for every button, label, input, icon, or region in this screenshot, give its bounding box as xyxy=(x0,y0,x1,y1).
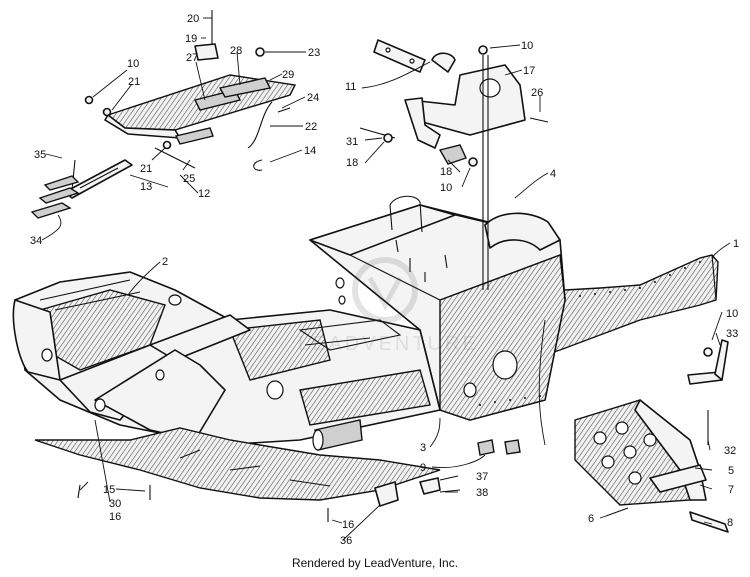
callout-14: 14 xyxy=(304,145,316,157)
callout-labels: 20 19 27 28 23 10 21 29 24 22 14 35 21 2… xyxy=(30,13,739,547)
callout-23: 23 xyxy=(308,47,320,59)
callout-25: 25 xyxy=(183,173,195,185)
callout-2: 2 xyxy=(162,256,168,268)
callout-18: 18 xyxy=(346,157,358,169)
callout-34: 34 xyxy=(30,235,42,247)
callout-13: 13 xyxy=(140,181,152,193)
callout-1: 1 xyxy=(733,238,739,250)
callout-28: 28 xyxy=(230,45,242,57)
footer-credit: Rendered by LeadVenture, Inc. xyxy=(291,556,459,570)
callout-10: 10 xyxy=(521,40,533,52)
callout-18: 18 xyxy=(440,166,452,178)
rivet-row xyxy=(479,261,701,406)
callout-24: 24 xyxy=(307,92,319,104)
callout-35: 35 xyxy=(34,149,46,161)
callout-4: 4 xyxy=(550,168,556,180)
callout-21: 21 xyxy=(140,163,152,175)
callout-11: 11 xyxy=(345,81,356,93)
callout-5: 5 xyxy=(728,465,734,477)
callout-9: 9 xyxy=(420,462,426,474)
callout-36: 36 xyxy=(340,535,352,547)
front-frame-part-2 xyxy=(12,271,441,451)
callout-15: 15 xyxy=(103,484,115,496)
callout-17: 17 xyxy=(523,65,535,77)
rear-bracket-assembly xyxy=(574,339,729,533)
callout-33: 33 xyxy=(726,328,738,340)
callout-8: 8 xyxy=(727,517,733,529)
callout-20: 20 xyxy=(187,13,199,25)
callout-27: 27 xyxy=(186,52,198,64)
callout-31: 31 xyxy=(346,136,358,148)
footrest-assembly xyxy=(84,10,297,171)
callout-10: 10 xyxy=(127,58,139,70)
callout-29: 29 xyxy=(282,69,294,81)
callout-6: 6 xyxy=(588,513,594,525)
callout-26: 26 xyxy=(531,87,543,99)
callout-22: 22 xyxy=(305,121,317,133)
skid-plate-part-15 xyxy=(34,427,441,501)
callout-16: 16 xyxy=(109,511,121,523)
steering-bracket-assembly xyxy=(359,39,549,290)
callout-16: 16 xyxy=(342,519,354,531)
lower-fasteners xyxy=(77,439,521,522)
callout-19: 19 xyxy=(185,33,197,45)
callout-38: 38 xyxy=(476,487,488,499)
callout-30: 30 xyxy=(109,498,121,510)
watermark-logo xyxy=(352,257,418,323)
heel-pad-part-13 xyxy=(30,159,133,219)
callout-3: 3 xyxy=(420,442,426,454)
callout-10: 10 xyxy=(726,308,738,320)
callout-10: 10 xyxy=(440,182,452,194)
callout-7: 7 xyxy=(728,484,734,496)
callout-12: 12 xyxy=(198,188,210,200)
leader-lines xyxy=(41,17,731,541)
callout-21: 21 xyxy=(128,76,140,88)
callout-32: 32 xyxy=(724,445,736,457)
callout-37: 37 xyxy=(476,471,488,483)
